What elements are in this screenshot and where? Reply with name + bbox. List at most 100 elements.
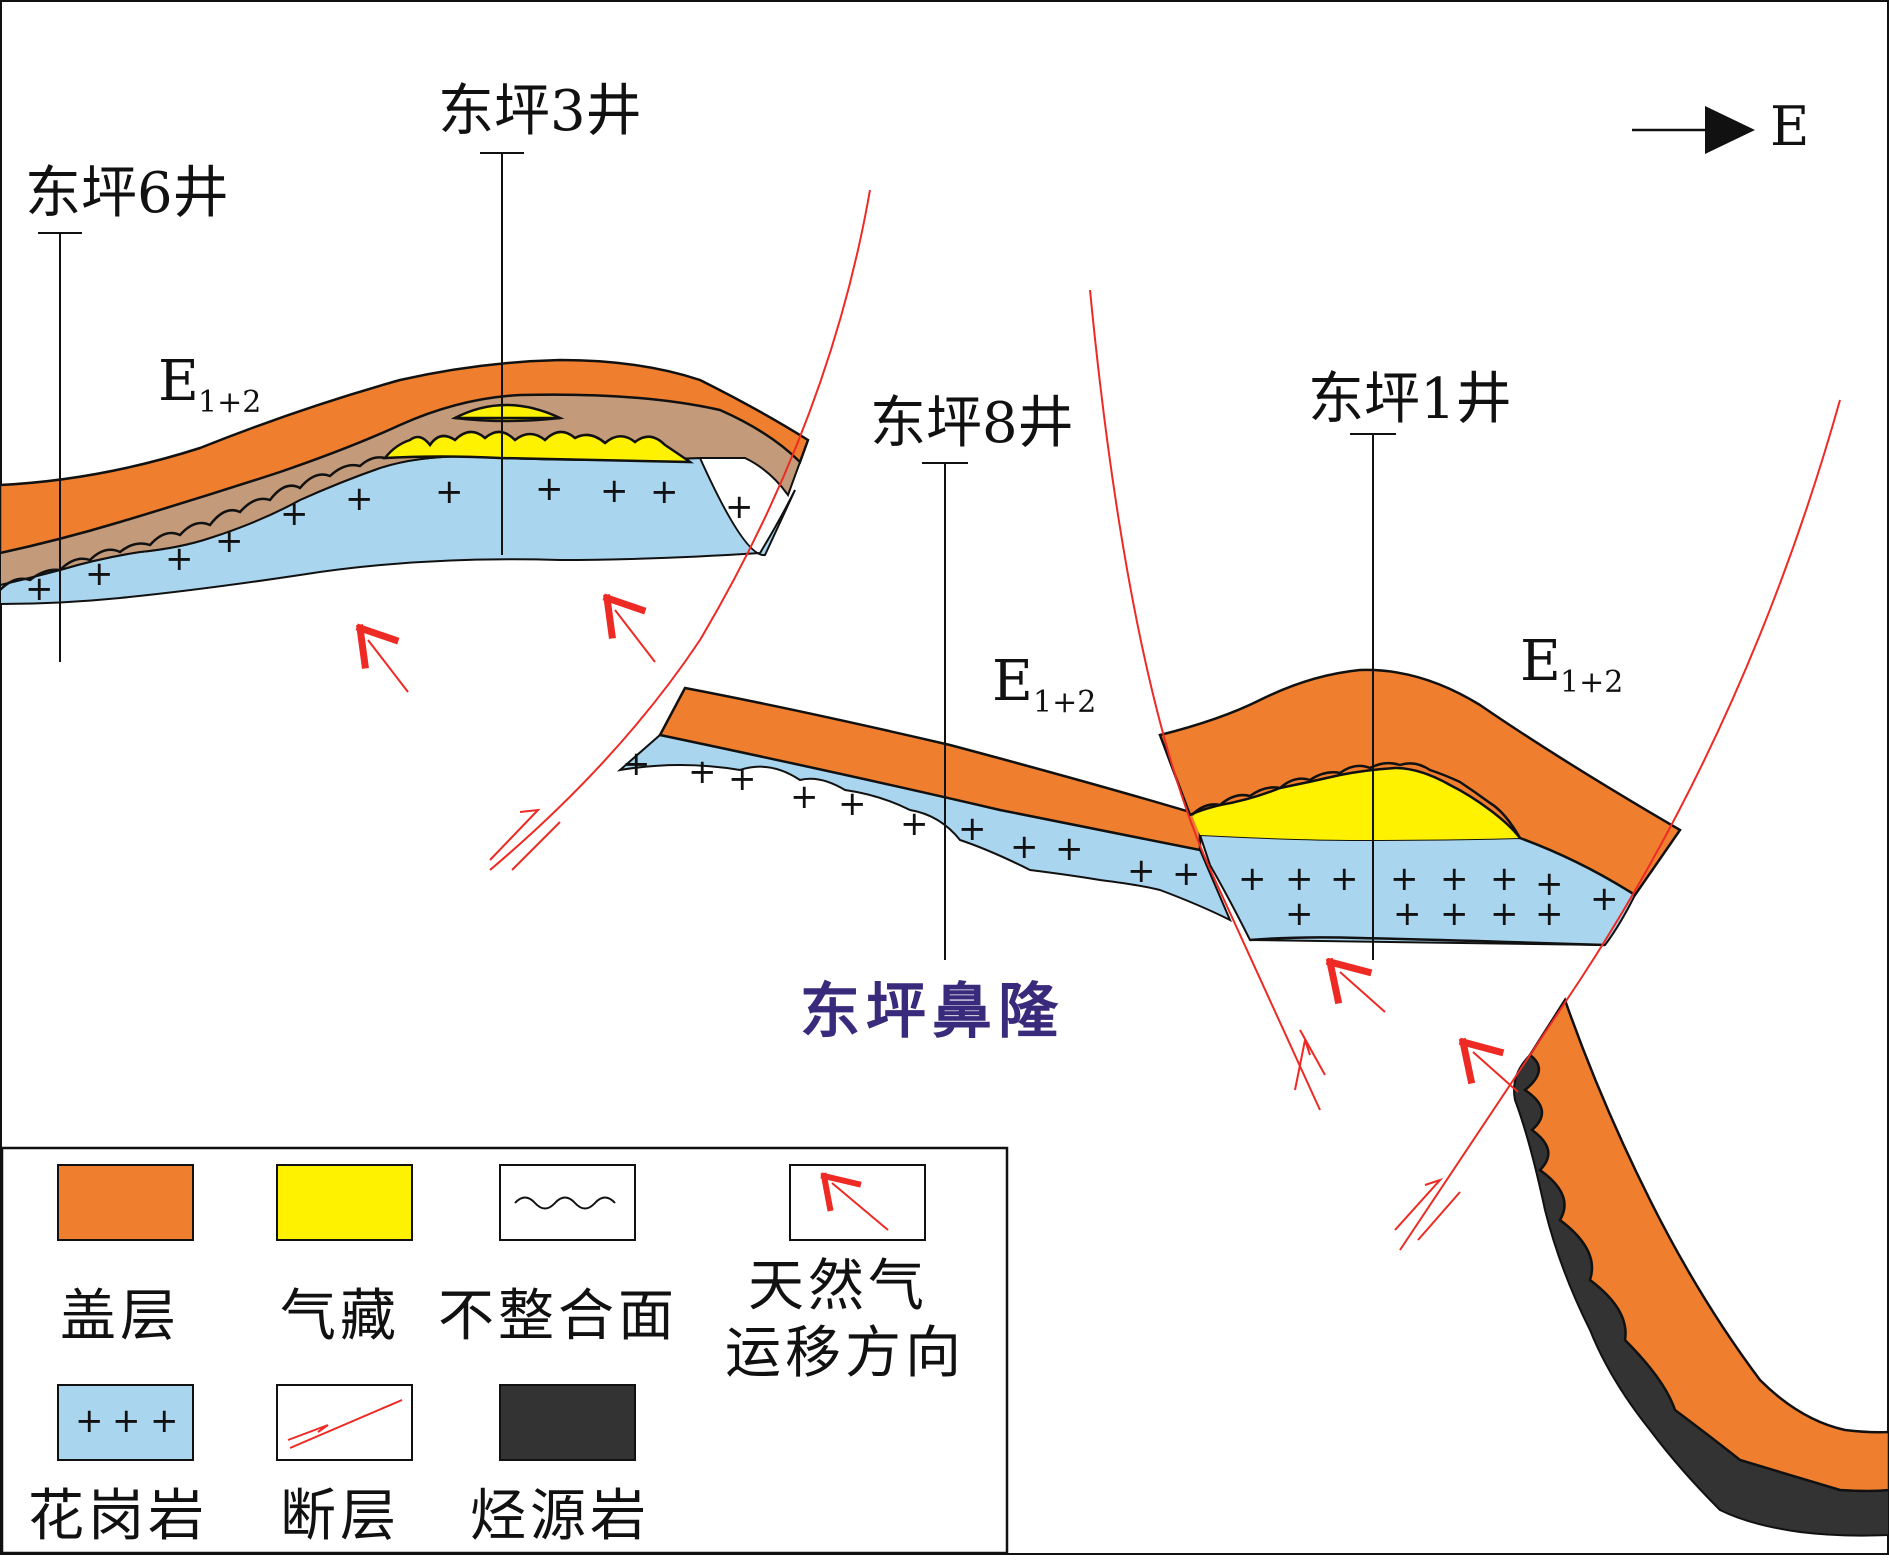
svg-text:+: + — [622, 744, 651, 784]
left-granite-markers: + + + + + + + + + + + — [25, 469, 754, 609]
right-cap — [1158, 668, 1682, 897]
direction-indicator: E — [1632, 95, 1809, 158]
svg-text:+: + — [535, 469, 564, 509]
svg-text:+: + — [900, 804, 929, 844]
svg-text:+: + — [688, 752, 717, 792]
svg-text:+: + — [345, 479, 374, 519]
right-granite-markers: + + + + + + + + + + + + + — [1238, 859, 1619, 934]
legend-label-migration-2: 运移方向 — [725, 1321, 965, 1386]
svg-text:+: + — [838, 784, 867, 824]
svg-text:+: + — [1172, 854, 1201, 894]
legend-swatch-cap — [57, 1164, 194, 1241]
svg-text:+: + — [790, 777, 819, 817]
well-label-dongping-8: 东坪8井 — [870, 391, 1074, 456]
svg-text:+: + — [725, 487, 754, 527]
right-granite-base — [1249, 936, 1606, 947]
fault-slip-2 — [1294, 1029, 1326, 1091]
svg-text:+: + — [650, 472, 679, 512]
strata-label-left: E 1+2 — [158, 349, 261, 420]
migration-arrow-4 — [1458, 1037, 1519, 1093]
lower-cap — [1522, 997, 1889, 1493]
well-label-dongping-1: 东坪1井 — [1308, 367, 1512, 432]
legend-label-granite: 花岗岩 — [28, 1484, 208, 1549]
svg-text:+: + — [75, 1401, 104, 1441]
faults — [489, 189, 1841, 1251]
svg-text:+: + — [1393, 894, 1422, 934]
svg-text:+: + — [280, 494, 309, 534]
svg-text:+: + — [1238, 859, 1267, 899]
svg-text:+: + — [1285, 859, 1314, 899]
svg-text:+: + — [1535, 864, 1564, 904]
strata-label-right: E 1+2 — [1520, 629, 1623, 700]
right-gas-wavy-top — [1191, 761, 1522, 839]
svg-text:+: + — [85, 554, 114, 594]
svg-text:+: + — [600, 471, 629, 511]
migration-arrows — [355, 593, 1519, 1093]
legend-swatch-fault — [276, 1384, 413, 1461]
strata-main: E — [1520, 629, 1561, 694]
well-dongping-8: 东坪8井 — [870, 391, 1074, 960]
fault-slip-3 — [1394, 1177, 1461, 1241]
strata-sub: 1+2 — [1560, 665, 1623, 700]
svg-text:+: + — [728, 759, 757, 799]
legend-label-fault: 断层 — [280, 1484, 400, 1549]
legend-label-source: 烃源岩 — [470, 1484, 650, 1549]
fault-3 — [1399, 399, 1841, 1251]
svg-text:+: + — [25, 569, 54, 609]
right-gas-reservoir — [1192, 767, 1520, 840]
left-block: + + + + + + + + + + + — [0, 358, 810, 609]
strata-main: E — [992, 649, 1033, 714]
strata-labels: E 1+2 E 1+2 E 1+2 — [158, 349, 1623, 720]
svg-text:+: + — [958, 809, 987, 849]
legend-swatch-unconformity — [499, 1164, 636, 1241]
well-label-dongping-6: 东坪6井 — [25, 161, 229, 226]
well-dongping-1: 东坪1井 — [1308, 367, 1512, 960]
strata-sub: 1+2 — [198, 385, 261, 420]
fault-1 — [489, 189, 871, 871]
svg-text:+: + — [1440, 859, 1469, 899]
strata-main: E — [158, 349, 199, 414]
svg-text:+: + — [112, 1401, 141, 1441]
wells: 东坪6井 东坪3井 东坪8井 东坪1井 — [25, 79, 1512, 960]
fault-slip-1 — [489, 808, 561, 871]
legend-label-unconformity: 不整合面 — [438, 1284, 678, 1349]
legend-swatch-granite: + + + — [57, 1384, 194, 1461]
svg-text:+: + — [1490, 859, 1519, 899]
legend-label-cap: 盖层 — [60, 1284, 180, 1349]
svg-text:+: + — [215, 521, 244, 561]
svg-text:+: + — [1055, 829, 1084, 869]
svg-text:+: + — [1440, 894, 1469, 934]
legend-label-gas: 气藏 — [280, 1284, 400, 1349]
strata-sub: 1+2 — [1033, 685, 1096, 720]
svg-text:+: + — [1285, 894, 1314, 934]
legend-label-migration-1: 天然气 — [748, 1254, 928, 1319]
direction-label: E — [1770, 95, 1809, 158]
svg-text:+: + — [1127, 851, 1156, 891]
left-gas-reservoir — [382, 430, 695, 464]
middle-block: + + + + + + + + + + + — [616, 686, 1232, 923]
migration-arrow-3 — [1325, 957, 1386, 1013]
well-dongping-6: 东坪6井 — [25, 161, 229, 662]
svg-text:+: + — [1490, 894, 1519, 934]
svg-text:+: + — [1010, 827, 1039, 867]
legend-swatch-source — [499, 1384, 636, 1461]
svg-text:+: + — [1535, 894, 1564, 934]
migration-arrow-2 — [602, 593, 656, 663]
well-label-dongping-3: 东坪3井 — [438, 79, 642, 144]
left-cap — [0, 358, 810, 555]
right-block: + + + + + + + + + + + + + — [1158, 668, 1682, 947]
strata-label-middle: E 1+2 — [992, 649, 1096, 720]
svg-text:+: + — [1390, 859, 1419, 899]
legend-swatch-gas — [276, 1164, 413, 1241]
fault-2 — [1089, 289, 1321, 1111]
east-arrow-icon — [1705, 106, 1755, 154]
svg-text:+: + — [435, 472, 464, 512]
well-dongping-3: 东坪3井 — [438, 79, 642, 555]
svg-text:+: + — [1590, 879, 1619, 919]
legend-swatch-migration — [789, 1164, 926, 1241]
migration-arrow-1 — [355, 623, 409, 693]
region-label: 东坪鼻隆 — [800, 977, 1064, 1047]
middle-cap — [658, 686, 1202, 852]
